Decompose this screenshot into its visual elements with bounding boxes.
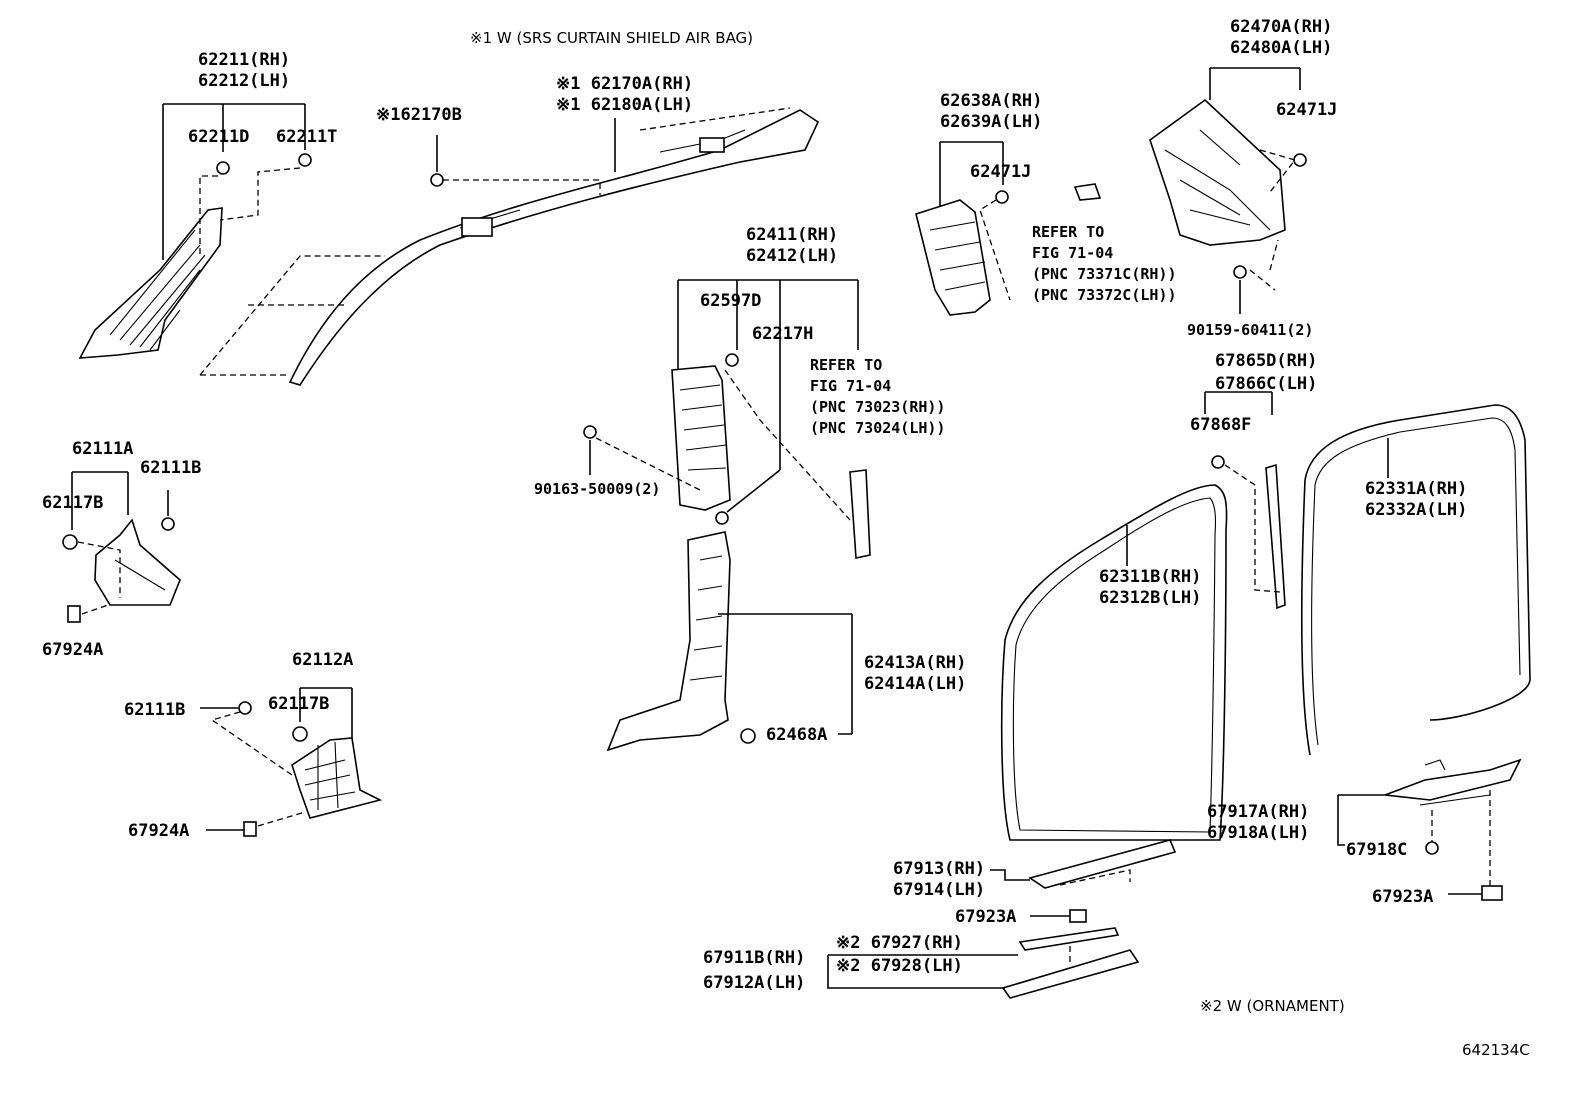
a-pillar-garnish (78, 103, 312, 359)
label-67865d-rh: 67865D(RH) (1215, 351, 1318, 371)
label-62414a-lh: 62414A(LH) (864, 674, 967, 694)
label-62211d: 62211D (188, 127, 250, 147)
ornament-note: ※2 W (ORNAMENT) (1200, 997, 1345, 1015)
label-62312b-lh: 62312B(LH) (1099, 588, 1202, 608)
label-62471j-a: 62471J (970, 162, 1032, 182)
label-90163-50009: 90163-50009(2) (534, 480, 661, 498)
cowl-side-trim (62, 471, 181, 623)
rear-door-weatherstrip (1300, 404, 1531, 756)
scuff-plates (827, 758, 1522, 999)
quarter-garnish (915, 141, 1102, 316)
label-67918c: 67918C (1346, 840, 1408, 860)
label-62597d: 62597D (700, 291, 762, 311)
label-62111b-b: 62111B (124, 700, 186, 720)
label-67924a-a: 67924A (42, 640, 104, 660)
curtain-airbag (199, 107, 820, 386)
label-67914-lh: 67914(LH) (893, 880, 986, 900)
airbag-note: ※1 W (SRS CURTAIN SHIELD AIR BAG) (470, 29, 754, 47)
label-62411-rh: 62411(RH) (746, 225, 839, 245)
label-62217h: 62217H (752, 324, 814, 344)
label-62180a-lh: ※1 62180A(LH) (556, 95, 694, 115)
label-67868f: 67868F (1190, 415, 1252, 435)
label-62211t: 62211T (276, 127, 338, 147)
label-62639a-lh: 62639A(LH) (940, 112, 1043, 132)
label-62468a: 62468A (766, 725, 828, 745)
label-62170b: ※162170B (376, 105, 462, 125)
refer-to-fig-b: REFER TO FIG 71-04 (PNC 73371C(RH)) (PNC… (1032, 223, 1177, 304)
label-90159-60411: 90159-60411(2) (1187, 321, 1314, 339)
label-62112a: 62112A (292, 650, 354, 670)
label-67923a-b: 67923A (1372, 887, 1434, 907)
cowl-lower-trim (200, 687, 383, 837)
front-door-weatherstrip (1000, 484, 1228, 841)
label-62117b-a: 62117B (42, 493, 104, 513)
figure-code: 642134C (1462, 1041, 1530, 1059)
label-62332a-lh: 62332A(LH) (1365, 500, 1468, 520)
label-67911b-rh: 67911B(RH) (703, 948, 806, 968)
label-62470a-rh: 62470A(RH) (1230, 17, 1333, 37)
label-62331a-rh: 62331A(RH) (1365, 479, 1468, 499)
refer-to-fig-a: REFER TO FIG 71-04 (PNC 73023(RH)) (PNC … (810, 356, 946, 437)
label-62480a-lh: 62480A(LH) (1230, 38, 1333, 58)
label-67917a-rh: 67917A(RH) (1207, 802, 1310, 822)
label-67913-rh: 67913(RH) (893, 859, 986, 879)
label-62638a-rh: 62638A(RH) (940, 91, 1043, 111)
label-62111b-a: 62111B (140, 458, 202, 478)
label-62311b-rh: 62311B(RH) (1099, 567, 1202, 587)
label-62412-lh: 62412(LH) (746, 246, 839, 266)
label-67866c-lh: 67866C(LH) (1215, 374, 1318, 394)
label-62212-lh: 62212(LH) (198, 71, 291, 91)
label-67927-rh: ※2 67927(RH) (836, 933, 963, 953)
door-glass-run (1204, 391, 1286, 610)
label-62170a-rh: ※1 62170A(RH) (556, 74, 694, 94)
label-62117b-b: 62117B (268, 694, 330, 714)
label-62471j-b: 62471J (1276, 100, 1338, 120)
label-62111a: 62111A (72, 439, 134, 459)
b-pillar-upper (583, 279, 871, 559)
label-67924a-b: 67924A (128, 821, 190, 841)
label-67918a-lh: 67918A(LH) (1207, 823, 1310, 843)
b-pillar-lower (606, 531, 853, 752)
label-67923a-a: 67923A (955, 907, 1017, 927)
label-67912a-lh: 67912A(LH) (703, 973, 806, 993)
label-62413a-rh: 62413A(RH) (864, 653, 967, 673)
label-62211-rh: 62211(RH) (198, 50, 291, 70)
back-door-trim (1149, 67, 1307, 314)
label-67928-lh: ※2 67928(LH) (836, 956, 963, 976)
